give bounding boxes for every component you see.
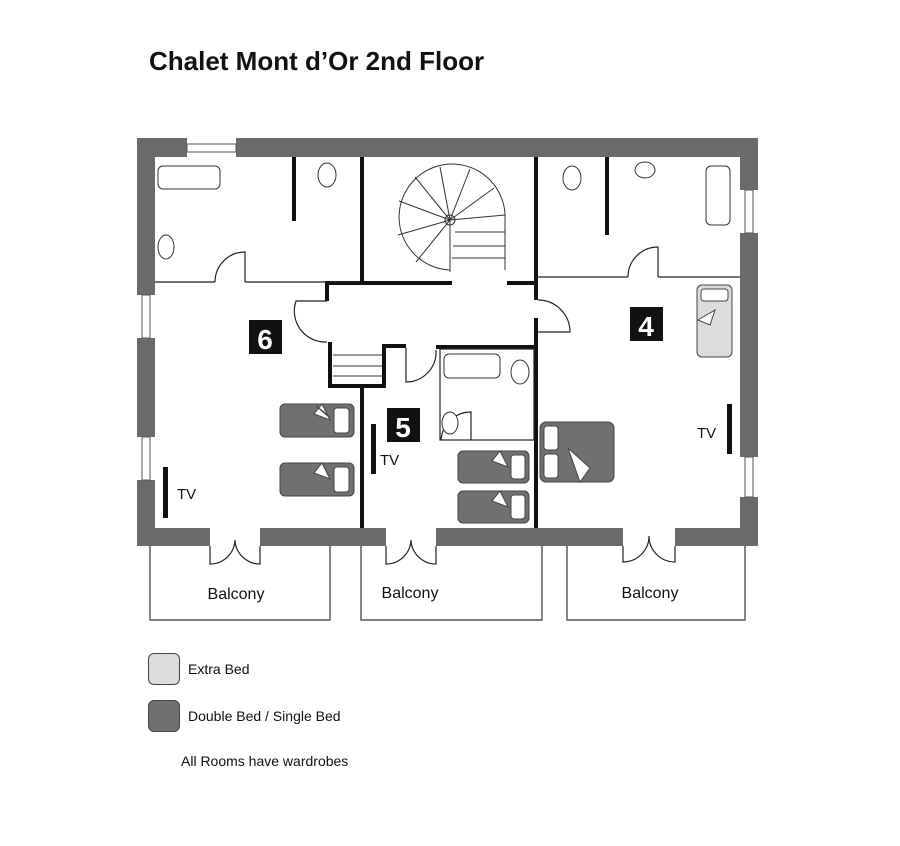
partitions-doors [155,246,740,565]
room-number-5: 5 [395,412,411,443]
legend-label: Double Bed / Single Bed [188,708,341,724]
beds [279,284,733,524]
toilet-icon [562,165,582,191]
sink-icon [157,234,175,260]
balconies [149,546,746,621]
tv-label: TV [177,486,196,503]
legend-item-extra-bed: Extra Bed [148,653,249,685]
legend-item-double-single-bed: Double Bed / Single Bed [148,700,341,732]
balcony-label: Balcony [382,585,439,602]
extra-bed-swatch [148,653,180,685]
bathtub-icon [157,165,221,190]
room-number-badge [387,408,420,442]
toilet-icon [510,359,530,385]
wardrobes-note: All Rooms have wardrobes [181,753,349,769]
balcony-label: Balcony [208,586,265,603]
tv-label: TV [697,425,716,442]
windows [141,143,754,498]
outer-walls [137,138,758,546]
bathtub-icon [705,165,731,226]
spiral-staircase-icon [333,163,506,377]
tv-label: TV [380,452,399,469]
balcony-label: Balcony [622,585,679,602]
sink-icon [634,161,656,179]
room-number-badge [630,307,663,341]
room-number-badge [249,320,282,354]
extra-bed-icon [696,284,733,358]
toilet-icon [317,162,337,188]
room-number-6: 6 [257,324,273,355]
plan-title: Chalet Mont d’Or 2nd Floor [149,46,485,76]
room-number-4: 4 [638,311,654,342]
bed-swatch [148,700,180,732]
inner-walls [292,157,609,528]
legend-label: Extra Bed [188,661,250,677]
bathroom-fixtures [157,161,731,435]
sink-icon [441,411,459,435]
tv-icons [163,404,732,518]
bathtub-icon [443,353,501,379]
